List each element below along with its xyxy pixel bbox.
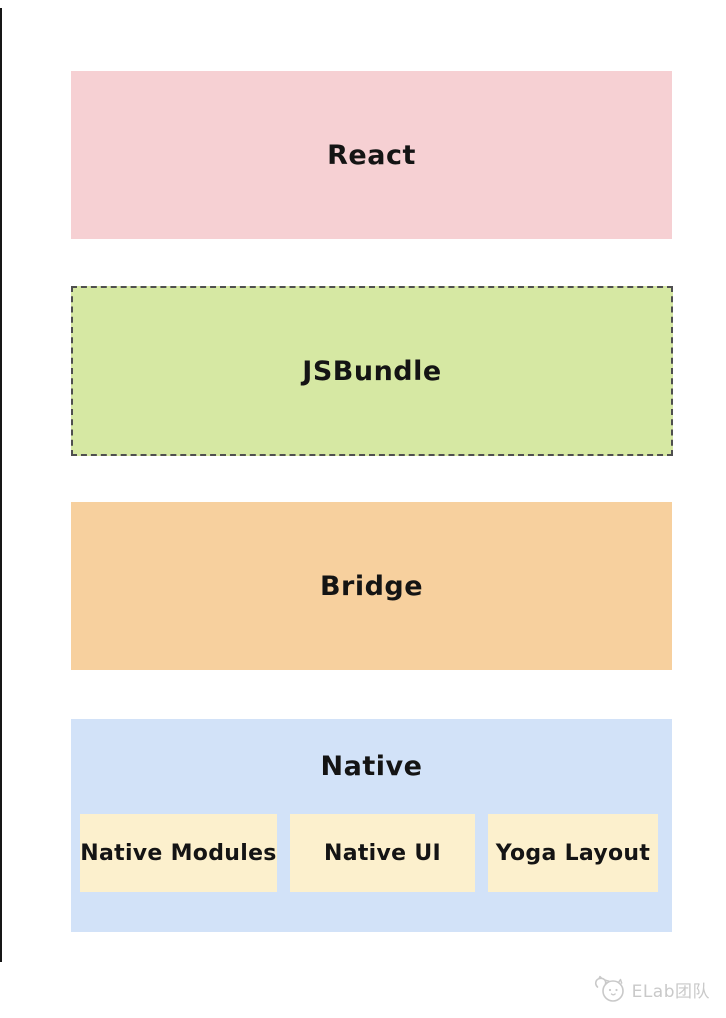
yoga-layout-box: Yoga Layout [488, 814, 658, 892]
watermark: ELab团队 [593, 974, 710, 1004]
native-ui-box: Native UI [290, 814, 475, 892]
layer-react: React [71, 71, 672, 239]
native-ui-label: Native UI [324, 840, 441, 866]
yoga-layout-label: Yoga Layout [495, 840, 651, 866]
layer-bridge: Bridge [71, 502, 672, 670]
layer-native: Native Native Modules Native UI Yoga Lay… [71, 719, 672, 932]
mascot-icon [594, 975, 624, 1002]
layer-bridge-label: Bridge [319, 570, 424, 602]
layer-jsbundle: JSBundle [71, 286, 673, 456]
native-modules-label: Native Modules [80, 840, 277, 866]
left-edge-line [0, 8, 2, 962]
layer-react-label: React [327, 139, 416, 171]
layer-jsbundle-label: JSBundle [302, 355, 442, 387]
native-modules-box: Native Modules [80, 814, 277, 892]
watermark-label: ELab团队 [631, 981, 710, 1002]
native-children-row: Native Modules Native UI Yoga Layout [80, 814, 658, 892]
layer-native-label: Native [320, 751, 423, 782]
